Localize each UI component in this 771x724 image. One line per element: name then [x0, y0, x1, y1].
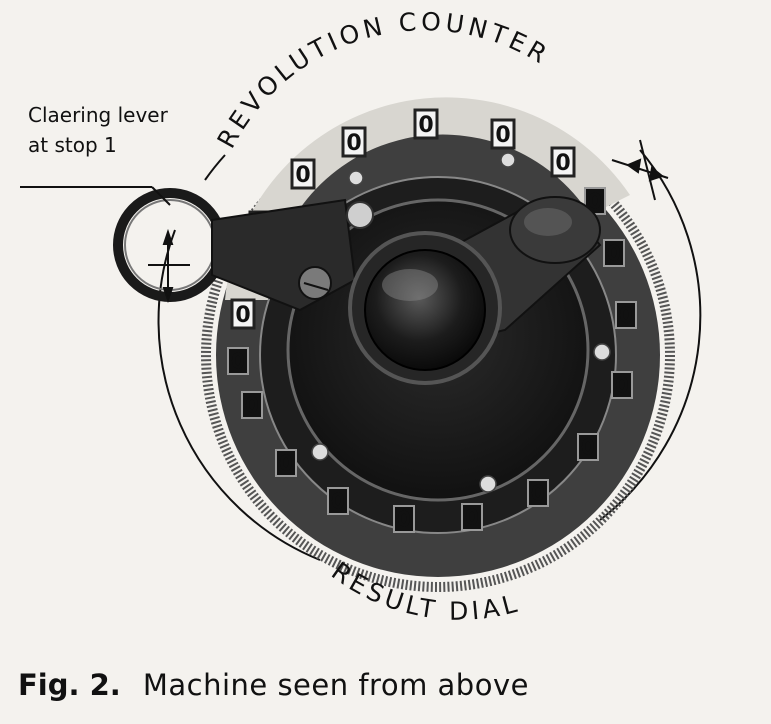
outer-scale-ring [157, 149, 702, 561]
result-digit: 0 [611, 371, 633, 399]
ring-studs [311, 152, 611, 493]
counter-digit: 0 [0, 0, 8, 6]
result-digit: 0 [393, 505, 415, 533]
svg-text:0: 0 [279, 451, 293, 475]
svg-text:0: 0 [607, 241, 621, 265]
result-digit: 0 [0, 0, 7, 5]
svg-text:0: 0 [588, 189, 602, 213]
svg-text:0: 0 [555, 151, 570, 176]
figure-description: Machine seen from above [142, 668, 529, 702]
counter-digit: 0 [230, 298, 256, 330]
counter-digit: 0 [413, 108, 439, 140]
result-digit: 0 [603, 239, 625, 267]
counter-digit: 0 [490, 118, 516, 150]
result-digit: 0 [615, 301, 637, 329]
svg-text:0: 0 [235, 303, 250, 328]
result-digit: 0 [275, 449, 297, 477]
figure-number: Fig. 2. [18, 668, 121, 702]
svg-text:0: 0 [495, 123, 510, 148]
svg-text:0: 0 [418, 113, 433, 138]
svg-text:0: 0 [231, 349, 245, 373]
machine-diagram: 0 0 0 0 0 0 0 0 0 0 0 0 0 0 0 0 0 0 0 0 … [0, 0, 702, 626]
clearing-lever-label-line2: at stop 1 [28, 133, 117, 157]
result-digit: 0 [327, 487, 349, 515]
central-knob[interactable] [348, 231, 502, 385]
clearing-lever-callout: Claering lever at stop 1 [28, 100, 168, 160]
svg-text:0: 0 [619, 303, 633, 327]
svg-text:0: 0 [465, 505, 479, 529]
pointer-lines [20, 139, 669, 304]
result-digit: 0 [461, 503, 483, 531]
svg-text:0: 0 [581, 435, 595, 459]
clearing-lever-label-line1: Claering lever [28, 103, 168, 127]
counter-digit: 0 [550, 146, 576, 178]
svg-text:0: 0 [245, 393, 259, 417]
svg-text:0: 0 [346, 131, 361, 156]
counter-digit: 0 [341, 126, 367, 158]
result-digit: 0 [241, 391, 263, 419]
svg-text:0: 0 [531, 481, 545, 505]
result-digit: 0 [227, 347, 249, 375]
result-digit: 0 [0, 0, 7, 5]
result-digit: 0 [527, 479, 549, 507]
svg-text:0: 0 [295, 163, 310, 188]
counter-digit: 0 [290, 158, 316, 190]
svg-text:0: 0 [397, 507, 411, 531]
result-digit: 0 [577, 433, 599, 461]
result-dial-digits: 0 0 0 0 0 0 0 0 0 0 0 0 0 0 0 0 [0, 0, 637, 533]
svg-text:0: 0 [615, 373, 629, 397]
result-digit: 0 [0, 0, 7, 5]
figure-caption: Fig. 2. Machine seen from above [18, 668, 529, 702]
svg-text:0: 0 [331, 489, 345, 513]
result-digit: 0 [0, 0, 7, 5]
revolution-counter-band [225, 97, 630, 300]
